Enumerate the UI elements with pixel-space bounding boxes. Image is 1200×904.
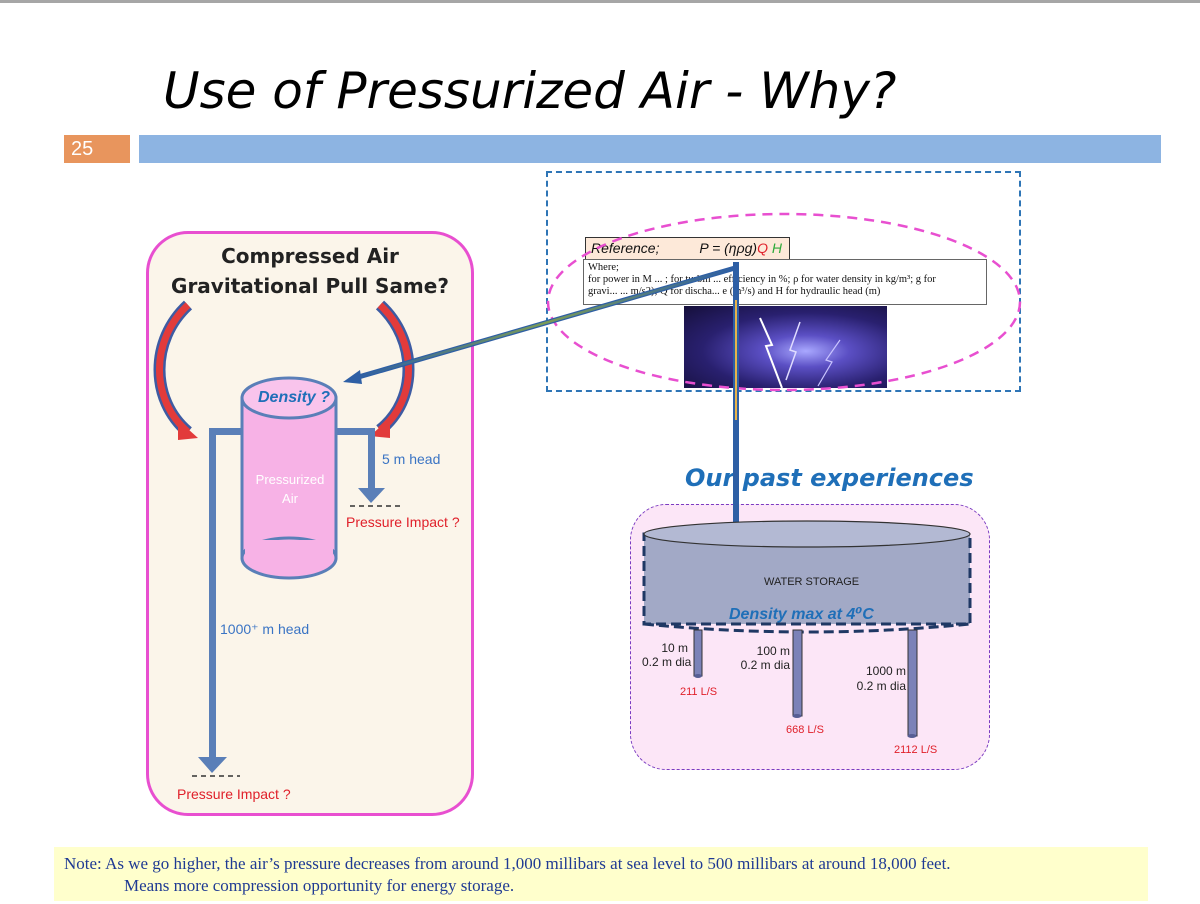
- pipe-1000m-length: 1000 m: [865, 664, 906, 678]
- pipe-100m: [792, 629, 803, 717]
- pipe-1000m-flow: 2112 L/S: [894, 744, 938, 756]
- long-pipe: [209, 428, 216, 760]
- pipe-10m-flow: 211 L/S: [680, 686, 718, 698]
- pipe-10m-length: 10 m: [661, 641, 688, 655]
- note-box: Note: As we go higher, the air’s pressur…: [54, 847, 1148, 901]
- formula-q: Q: [757, 240, 768, 256]
- where-label: Where;: [588, 262, 619, 273]
- lightning-bolt: [759, 317, 783, 389]
- note-line2: Means more compression opportunity for e…: [124, 876, 515, 895]
- cylinder-label-line1: Pressurized: [255, 472, 325, 487]
- short-pipe: [368, 428, 375, 490]
- pipe-100m-flow: 668 L/S: [786, 724, 824, 736]
- reference-label: Reference;: [591, 240, 660, 256]
- reference-formula-box: Reference; P = (ηρg)Q H: [585, 237, 790, 260]
- density-label: Density ?: [258, 389, 331, 406]
- highlight-ellipse: [546, 212, 1022, 392]
- pipe-1000m-dia: 0.2 m dia: [856, 679, 906, 693]
- pipe-1000m: [907, 629, 918, 737]
- formula-h: H: [771, 240, 782, 256]
- header-bar: [139, 135, 1161, 163]
- pipe-100m-length: 100 m: [756, 644, 790, 658]
- pressure-impact-short: Pressure Impact ?: [346, 514, 460, 530]
- pipe-100m-dia: 0.2 m dia: [740, 658, 790, 672]
- short-pipe-arrowhead: [358, 488, 385, 503]
- density-max-text: Density max at 4⁰C: [729, 606, 874, 623]
- pipe-10m-dia: 0.2 m dia: [642, 655, 692, 669]
- left-heading-line2: Gravitational Pull Same?: [171, 274, 449, 298]
- water-storage-tank: [642, 532, 972, 626]
- pressurized-air-cylinder: [240, 396, 338, 560]
- left-heading-line1: Compressed Air: [221, 244, 399, 268]
- where-line1: for power in M ... ; for turbin ... effi…: [588, 274, 936, 285]
- formula-prefix: P = (ηρg): [699, 240, 758, 256]
- long-head-label: 1000⁺ m head: [220, 621, 310, 637]
- slide-title: Use of Pressurized Air - Why?: [163, 62, 897, 120]
- cylinder-label-line2: Air: [282, 491, 298, 506]
- slide-number: 25: [64, 135, 130, 163]
- lightning-image: [684, 306, 887, 388]
- tank-label: WATER STORAGE: [764, 576, 860, 588]
- left-pipe-elbow: [209, 428, 243, 435]
- right-pipe-elbow: [335, 428, 375, 435]
- long-pipe-arrowhead: [198, 757, 227, 773]
- pipe-10m: [693, 629, 703, 677]
- reference-frame: [546, 171, 1021, 392]
- note-line1: Note: As we go higher, the air’s pressur…: [64, 854, 951, 873]
- reference-to-tank-arrow: [733, 262, 739, 596]
- top-border-line: [0, 0, 1200, 3]
- short-head-label: 5 m head: [382, 451, 441, 467]
- pressure-impact-long: Pressure Impact ?: [177, 786, 291, 802]
